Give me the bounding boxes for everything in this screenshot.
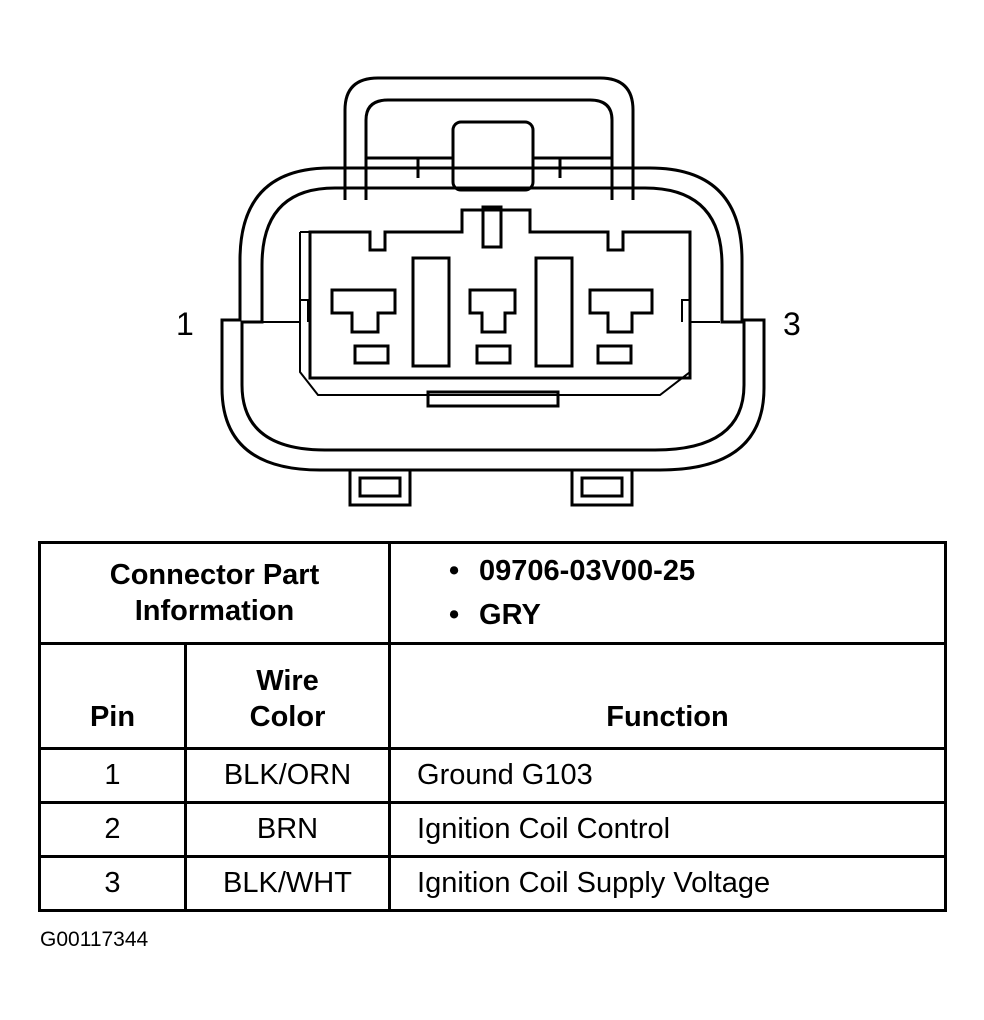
pin-3-label: 3 (783, 306, 801, 342)
connector-housing-inner (240, 186, 746, 452)
terminal-1 (330, 288, 397, 334)
connector-info-table: Connector Part Information • 09706-03V00-… (37, 541, 948, 912)
column-header-pin: Pin (38, 642, 187, 750)
table-row: 2 BRN Ignition Coil Control (38, 801, 948, 858)
function-cell: Ignition Coil Supply Voltage (388, 855, 948, 912)
mounting-tab-right (570, 470, 634, 507)
pin-cell: 1 (38, 747, 187, 804)
table-row: 1 BLK/ORN Ground G103 (38, 747, 948, 804)
image-code: G00117344 (40, 928, 149, 951)
column-header-pin-label: Pin (89, 701, 136, 733)
bullet: • (449, 599, 460, 631)
pin-cell: 2 (38, 801, 187, 858)
wire-color-cell: BLK/WHT (183, 855, 392, 912)
terminal-divider-2 (534, 256, 574, 368)
pin-cell: 3 (38, 855, 187, 912)
part-number: 09706-03V00-25 (479, 555, 696, 587)
connector-latch-inner (364, 98, 614, 200)
column-header-color-label: Color (249, 701, 326, 733)
connector-face-diagram (220, 76, 766, 507)
terminal-3-slot (596, 344, 633, 365)
function-cell: Ground G103 (388, 747, 948, 804)
part-info-header-line-2: Information (134, 595, 295, 627)
terminal-1-slot (353, 344, 390, 365)
mounting-tab-left (348, 470, 412, 507)
table-row: 3 BLK/WHT Ignition Coil Supply Voltage (38, 855, 948, 912)
terminal-2-slot (475, 344, 512, 365)
wire-color-cell: BRN (183, 801, 392, 858)
wire-color-cell: BLK/ORN (183, 747, 392, 804)
terminal-divider-1 (411, 256, 451, 368)
column-header-wire-label: Wire (256, 665, 319, 697)
function-cell: Ignition Coil Control (388, 801, 948, 858)
part-info-header: Connector Part Information (37, 541, 392, 645)
column-header-function-label: Function (606, 701, 729, 733)
connector-housing-outer (220, 166, 766, 472)
connector-lock-tab (451, 120, 535, 192)
part-info-row: Connector Part Information • 09706-03V00-… (37, 541, 948, 645)
connector-color: GRY (479, 599, 541, 631)
connector-latch-outer (343, 76, 635, 200)
terminal-3 (588, 288, 654, 334)
pin-1-label: 1 (176, 306, 194, 342)
column-header-row: Pin Wire Color Function (38, 642, 948, 750)
column-header-wire-color: Wire Color (183, 642, 392, 750)
part-info-values: • 09706-03V00-25 • GRY (388, 541, 948, 645)
connector-color-item: • GRY (449, 593, 944, 637)
column-header-function: Function (388, 642, 948, 750)
bullet: • (449, 555, 460, 587)
part-number-item: • 09706-03V00-25 (449, 549, 944, 593)
terminal-2 (468, 288, 517, 334)
part-info-header-line-1: Connector Part (109, 559, 320, 591)
